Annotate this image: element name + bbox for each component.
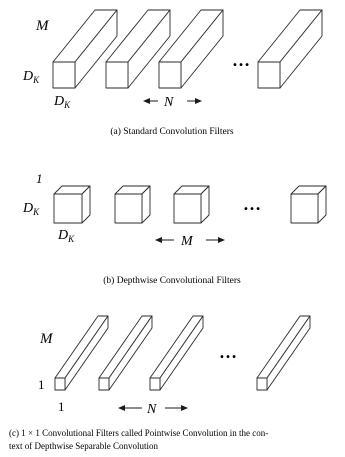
pointwise-bar-c-2	[98, 315, 153, 391]
filter-cube-b-1	[53, 185, 91, 224]
pointwise-bar-c-4	[256, 315, 311, 391]
filter-box-a-1	[52, 9, 118, 89]
height-label-a: DK	[22, 69, 40, 85]
caption-a: (a) Standard Convolution Filters	[110, 126, 234, 137]
panel-c-pointwise-filters: M 1 1 … N (c) 1 × 1 Convolutional Filter…	[9, 315, 311, 451]
filter-box-a-3	[158, 9, 224, 89]
depth-label-c: M	[39, 331, 54, 347]
depth-label-b: 1	[36, 171, 43, 186]
caption-b: (b) Depthwise Convolutional Filters	[103, 275, 241, 286]
caption-c-line1: (c) 1 × 1 Convolutional Filters called P…	[9, 428, 268, 438]
height-label-b: DK	[22, 201, 40, 217]
depth-label-a: M	[35, 18, 50, 34]
count-arrow-b: M	[155, 234, 225, 249]
height-label-c: 1	[38, 377, 45, 392]
width-label-c: 1	[58, 399, 65, 414]
width-label-b: DK	[57, 228, 75, 244]
count-arrow-a: N	[143, 95, 202, 110]
count-label-a: N	[163, 95, 174, 110]
filter-cube-b-4	[290, 185, 327, 224]
width-label-a: DK	[53, 94, 71, 110]
caption-c-line2: text of Depthwise Separable Convolution	[9, 441, 158, 451]
ellipsis-c: …	[219, 342, 237, 362]
pointwise-bar-c-1	[54, 315, 109, 391]
ellipsis-a: …	[232, 50, 250, 70]
filter-box-a-4	[257, 9, 323, 89]
filter-cube-b-3	[173, 185, 210, 224]
count-label-b: M	[180, 234, 194, 249]
panel-a-standard-filters: M DK DK … N (a) Standard Convolution Fil…	[22, 9, 323, 137]
filter-box-a-2	[105, 9, 171, 89]
filter-cube-b-2	[114, 185, 151, 224]
panel-b-depthwise-filters: 1 DK DK … M (b) Depthwise Convolutional …	[22, 171, 327, 286]
count-arrow-c: N	[118, 402, 188, 417]
pointwise-bar-c-3	[149, 315, 204, 391]
count-label-c: N	[146, 402, 157, 417]
ellipsis-b: …	[243, 194, 261, 214]
